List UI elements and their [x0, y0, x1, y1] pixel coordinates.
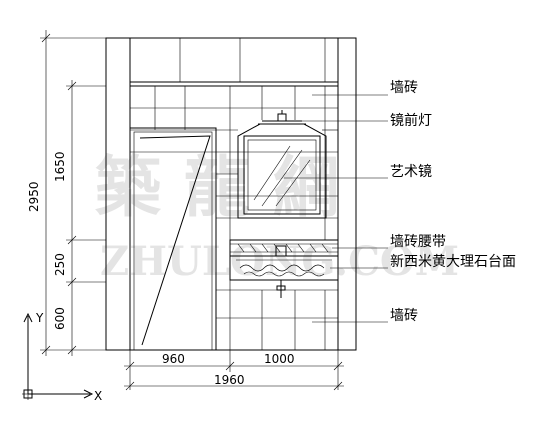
axis-label-y: Y	[35, 311, 44, 325]
vanity-countertop	[229, 245, 339, 298]
label-tile-waistband: 墙砖腰带	[390, 234, 446, 250]
label-wall-tile-bottom: 墙砖	[390, 308, 418, 324]
horizontal-dimension-lines	[124, 350, 344, 391]
vertical-dimension-lines	[40, 30, 106, 356]
dim-lower-height: 600	[53, 307, 67, 330]
wall-outline	[105, 37, 357, 351]
mirror-light	[258, 110, 306, 125]
tile-grid-lower	[216, 280, 338, 350]
dim-total-width: 1960	[214, 373, 245, 387]
dim-left-width: 960	[162, 352, 185, 366]
dim-band-height: 250	[53, 253, 67, 276]
label-mirror-light: 镜前灯	[390, 112, 432, 129]
art-mirror	[237, 123, 327, 219]
label-wall-tile-top: 墙砖	[390, 80, 418, 96]
leader-lines	[284, 94, 388, 323]
axis-label-x: X	[94, 389, 102, 403]
dim-right-width: 1000	[264, 352, 295, 366]
door	[129, 127, 217, 351]
ucs-axis-icon	[22, 312, 94, 400]
label-countertop: 新西米黄大理石台面	[390, 253, 516, 270]
watermark-chinese: 築 龍 網	[95, 148, 339, 226]
label-art-mirror: 艺术镜	[390, 164, 432, 180]
dim-total-height: 2950	[27, 181, 41, 212]
tile-grid-upper	[130, 86, 338, 240]
dim-upper-height: 1650	[53, 151, 67, 182]
